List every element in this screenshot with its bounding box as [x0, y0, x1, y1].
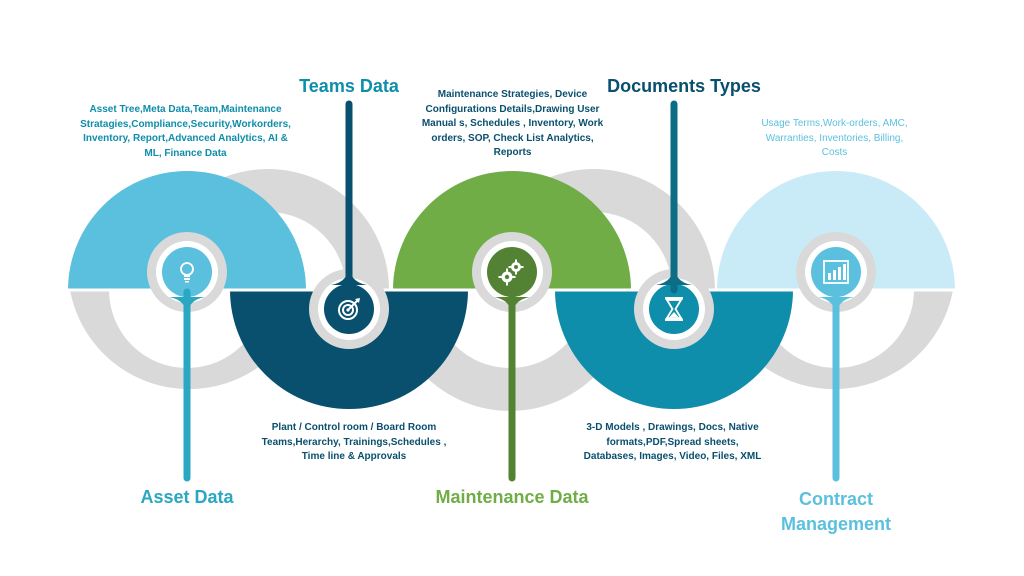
teams-half-disc [230, 290, 468, 409]
documents-stem-flare [656, 264, 692, 285]
documents-hub-core [649, 284, 699, 334]
lightbulb-icon [167, 252, 207, 292]
maintenance-hub-core [487, 247, 537, 297]
asset-half-disc [68, 171, 306, 290]
hubs [147, 232, 876, 349]
documents-half-disc [555, 290, 793, 409]
contract-management-description: Usage Terms,Work-orders, AMC, Warranties… [761, 118, 908, 158]
grey-ring-bottom-2 [389, 290, 631, 411]
asset-data-title: Asset Data [140, 487, 234, 507]
maintenance-data-title: Maintenance Data [435, 487, 589, 507]
contract-management-title: Contract Management [780, 489, 892, 534]
asset-hub-core [162, 247, 212, 297]
hourglass-icon [654, 289, 694, 329]
maintenance-half-disc [393, 171, 631, 290]
documents-types-title: Documents Types [607, 76, 761, 96]
documents-types-description: 3-D Models , Drawings, Docs, Native form… [583, 422, 762, 462]
target-icon [329, 289, 369, 329]
grey-ring-bottom-1 [70, 290, 308, 390]
asset-stem-flare [169, 297, 205, 318]
contract-stem-flare [818, 297, 854, 318]
teams-data-description: Plant / Control room / Board Room Teams,… [261, 422, 447, 462]
maintenance-data-description: Maintenance Strategies, Device Configura… [421, 89, 604, 158]
teams-data-title: Teams Data [299, 76, 399, 96]
grey-ring-bottom-3 [715, 290, 953, 390]
asset-data-description: Asset Tree,Meta Data,Team,Maintenance St… [80, 104, 291, 159]
contract-half-disc [717, 171, 955, 290]
chart-icon [816, 252, 856, 292]
stems [169, 100, 854, 482]
maintenance-stem-flare [494, 297, 530, 318]
teams-stem-flare [331, 264, 367, 285]
gears-icon [492, 252, 532, 292]
